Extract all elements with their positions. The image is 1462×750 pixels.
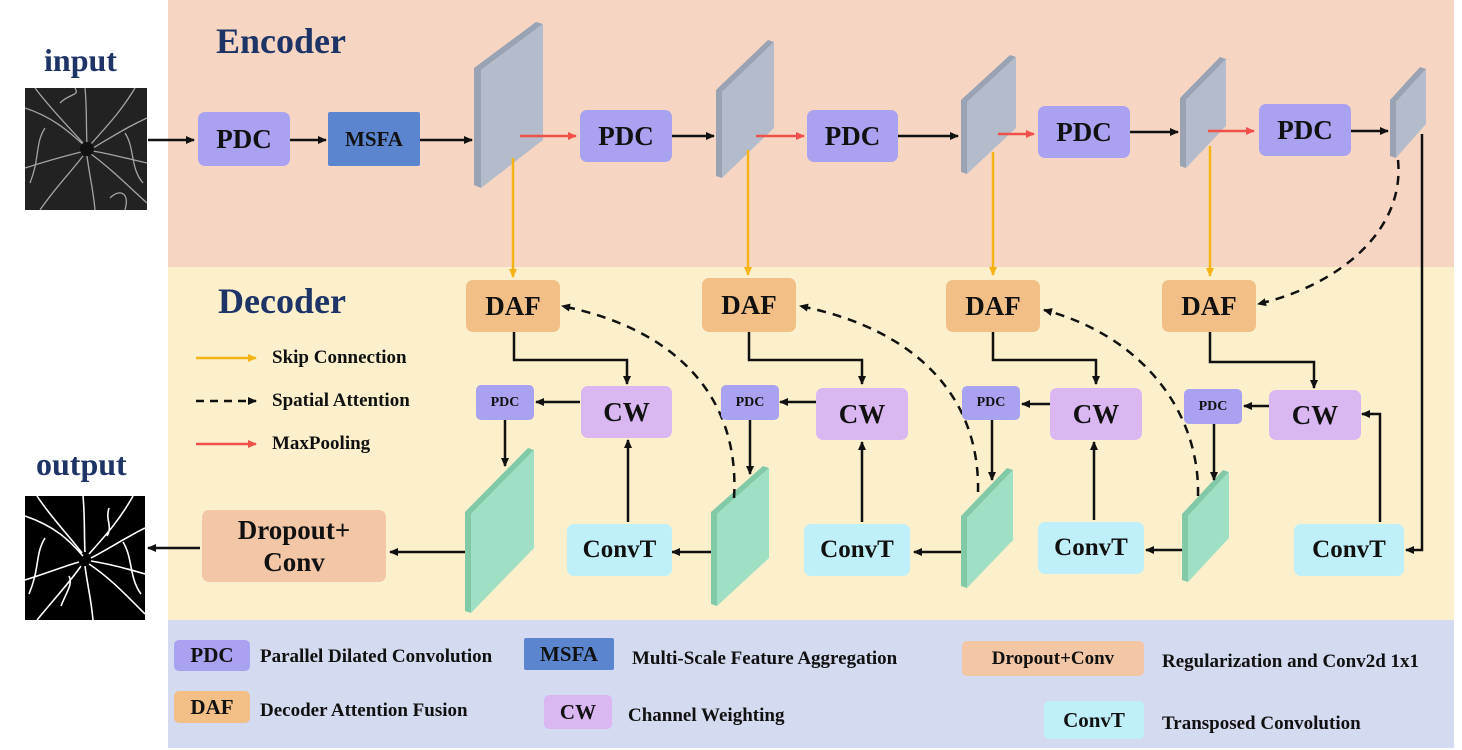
- decoder-feature-map-4: [1182, 470, 1229, 582]
- encoder-msfa: MSFA: [328, 112, 420, 166]
- encoder-feature-map-2: [716, 40, 774, 178]
- convt-block-3: ConvT: [1038, 522, 1144, 574]
- legend-region: [168, 620, 1454, 748]
- convt-block-1: ConvT: [567, 524, 672, 576]
- decoder-feature-map-1: [465, 448, 534, 613]
- encoder-feature-map-1: [474, 22, 543, 188]
- decoder-arrows: [147, 134, 1424, 556]
- encoder-pdc-5: PDC: [1259, 104, 1351, 156]
- skip-connections: [509, 146, 1214, 278]
- decoder-feature-map-3: [961, 468, 1013, 588]
- input-label: input: [44, 42, 117, 78]
- output-image: [25, 496, 145, 620]
- dropout-line-1: Dropout+: [237, 515, 351, 545]
- decoder-pdc-1: PDC: [476, 385, 534, 420]
- legend-cw-swatch: CW: [544, 695, 612, 729]
- encoder-feature-map-5: [1390, 67, 1426, 158]
- legend-attention-label: Spatial Attention: [272, 390, 410, 411]
- legend-msfa-swatch: MSFA: [524, 638, 614, 670]
- encoder-arrows: [148, 127, 1389, 144]
- decoder-pdc-3: PDC: [962, 386, 1020, 420]
- legend-convt-swatch: ConvT: [1044, 701, 1144, 739]
- encoder-pdc-3: PDC: [807, 110, 898, 162]
- legend-skip-label: Skip Connection: [272, 347, 407, 368]
- cw-block-1: CW: [581, 386, 672, 438]
- daf-block-4: DAF: [1162, 280, 1256, 332]
- convt-block-2: ConvT: [804, 524, 910, 576]
- decoder-feature-map-2: [711, 466, 769, 606]
- cw-block-4: CW: [1269, 390, 1361, 440]
- convt-block-4: ConvT: [1294, 524, 1404, 576]
- daf-block-1: DAF: [466, 280, 560, 332]
- legend-dropout-desc: Regularization and Conv2d 1x1: [1162, 651, 1420, 672]
- daf-block-2: DAF: [702, 278, 796, 332]
- decoder-pdc-4: PDC: [1184, 389, 1242, 424]
- cw-block-2: CW: [816, 388, 908, 440]
- cw-block-3: CW: [1050, 388, 1142, 440]
- encoder-title: Encoder: [216, 21, 346, 61]
- encoder-feature-map-4: [1180, 57, 1226, 168]
- spatial-attention-arrows: [561, 159, 1400, 499]
- maxpool-arrows: [520, 127, 1255, 140]
- encoder-feature-map-3: [961, 55, 1016, 174]
- legend-daf-desc: Decoder Attention Fusion: [260, 700, 468, 721]
- legend-maxpool-label: MaxPooling: [272, 433, 371, 454]
- decoder-title: Decoder: [218, 281, 346, 321]
- daf-block-3: DAF: [946, 280, 1040, 332]
- output-label: output: [36, 446, 127, 482]
- legend-cw-desc: Channel Weighting: [628, 705, 785, 726]
- encoder-pdc-4: PDC: [1038, 106, 1130, 158]
- legend-daf-swatch: DAF: [174, 691, 250, 723]
- decoder-pdc-2: PDC: [721, 385, 779, 420]
- legend-convt-desc: Transposed Convolution: [1162, 713, 1361, 734]
- legend-msfa-desc: Multi-Scale Feature Aggregation: [632, 648, 898, 669]
- dropout-conv-block: Dropout+ Conv: [202, 510, 386, 582]
- legend-pdc-desc: Parallel Dilated Convolution: [260, 646, 493, 667]
- legend-pdc-swatch: PDC: [174, 640, 250, 671]
- encoder-pdc-1: PDC: [198, 112, 290, 166]
- encoder-pdc-2: PDC: [580, 110, 672, 162]
- dropout-line-2: Conv: [263, 547, 325, 577]
- input-image: [25, 88, 147, 210]
- legend-dropout-swatch: Dropout+Conv: [962, 641, 1144, 676]
